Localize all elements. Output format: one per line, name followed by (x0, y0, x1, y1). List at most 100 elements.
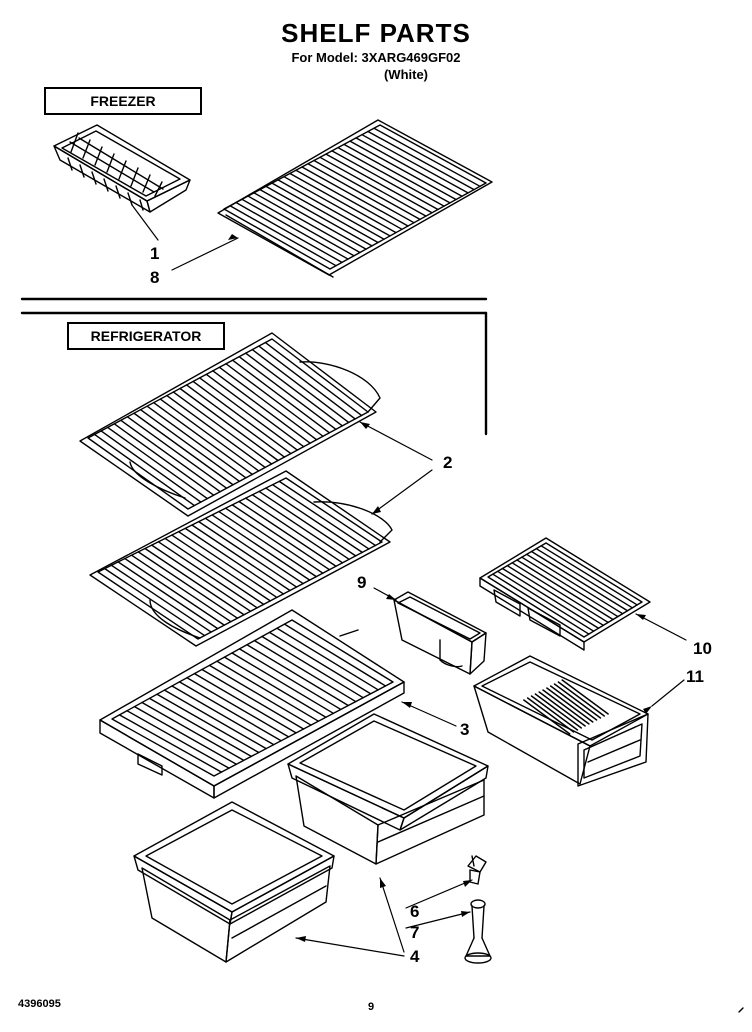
shelf-wire (164, 537, 265, 606)
shelf-wire (124, 557, 225, 626)
callout-8: 8 (150, 268, 160, 287)
shelf-wire (171, 534, 271, 602)
shelf-wire (535, 547, 634, 609)
shelf-wire (100, 430, 202, 503)
shelf-wire (93, 433, 196, 507)
shelf-wire (313, 159, 421, 221)
page-number: 9 (368, 1001, 375, 1013)
shelf-rib (231, 652, 335, 715)
shelf-wire (355, 137, 463, 197)
crisper-drawer-lower (133, 801, 335, 963)
shelf-rib (193, 672, 297, 734)
shelf-wire (506, 564, 605, 627)
fridge-shelf-lower (89, 470, 393, 647)
shelf-rib (261, 635, 364, 699)
shelf-wire (251, 494, 350, 561)
glass-shelf (99, 609, 405, 799)
deli-drawer (473, 655, 649, 787)
doc-number: 4396095 (18, 998, 61, 1010)
callout-4: 4 (410, 947, 420, 966)
shelf-wire (373, 127, 481, 188)
crisper-drawer-upper (287, 713, 489, 865)
shelf-wire (139, 409, 241, 482)
shelf-wire (238, 500, 337, 567)
shelf-rib (186, 677, 290, 738)
shelf-wire (192, 380, 292, 455)
shelf-wire (278, 480, 377, 547)
shelf-wire (231, 359, 331, 434)
shelf-wire (117, 561, 219, 630)
shelf-rib (141, 701, 245, 762)
shelf-wire (492, 573, 590, 635)
shelf-rib (178, 681, 282, 742)
callout-9: 9 (357, 573, 367, 592)
freezer-section-label: FREEZER (44, 87, 202, 115)
arrowheads (228, 234, 652, 942)
shelf-rib (156, 693, 260, 754)
shelf-wire (126, 416, 228, 489)
shelf-wire (265, 487, 363, 554)
shelf-wire (146, 405, 247, 479)
shelf-wire (265, 185, 373, 247)
page-title: SHELF PARTS (281, 18, 471, 48)
model-line: For Model: 3XARG469GF02 (291, 50, 461, 65)
callout-7: 7 (410, 923, 420, 942)
shelf-wire (283, 175, 391, 237)
shelf-wire (540, 545, 638, 606)
shelf-wire (204, 517, 304, 585)
shelf-wire (151, 544, 252, 612)
shelf-rib (283, 623, 387, 687)
shelf-wire (516, 559, 614, 621)
shelf-wire (191, 524, 291, 592)
shelf-wire (107, 426, 208, 500)
drawer-rib (557, 681, 606, 717)
callout-2: 2 (443, 453, 453, 472)
shelf-wire (218, 366, 318, 441)
shelf-rib (148, 697, 252, 758)
drawer-rib (530, 695, 579, 731)
door-bin (393, 591, 487, 675)
shelf-wire (271, 182, 379, 244)
drawer-rib (534, 693, 583, 729)
shelf-rib (163, 689, 267, 750)
shelf-wire (241, 198, 349, 260)
shelf-rib (253, 639, 357, 703)
shelf-wire (361, 133, 469, 194)
shelf-wire (157, 541, 258, 609)
shelf-wire (144, 547, 245, 616)
shelf-rib (223, 656, 327, 718)
drawer-rib (526, 697, 575, 733)
shelf-wire (530, 550, 629, 612)
shelf-wire (211, 514, 311, 581)
drawer-rib (561, 679, 609, 715)
shelf-rib (126, 710, 230, 769)
shelf-wire (325, 153, 433, 214)
shelf-wire (307, 163, 415, 224)
callout-1: 1 (150, 244, 160, 263)
shelf-wire (231, 504, 331, 571)
shelf-wire (198, 520, 298, 588)
shelf-wire (253, 192, 361, 254)
leader-lines (131, 204, 687, 957)
shelf-wire (137, 551, 239, 619)
shelf-wire (225, 363, 324, 437)
shelf-wire (367, 130, 475, 191)
shelf-wire (199, 377, 298, 451)
shelf-wire (501, 567, 600, 629)
shelf-wire (525, 553, 624, 615)
drawer-rib (553, 683, 602, 719)
shelf-wire (159, 398, 260, 472)
shelf-wire (521, 556, 619, 618)
shelf-wire (224, 507, 324, 574)
shelf-wire (259, 188, 367, 250)
drawer-rib (542, 689, 590, 725)
ice-tray (53, 124, 191, 213)
shelf-wire (277, 179, 385, 240)
shelf-wire (251, 348, 350, 424)
shelf-rib (238, 648, 342, 711)
shelf-wire (212, 370, 311, 444)
shelf-wire (185, 384, 286, 458)
shelf-wire (343, 143, 451, 204)
shelf-wire (337, 146, 445, 207)
callout-11: 11 (686, 667, 704, 686)
